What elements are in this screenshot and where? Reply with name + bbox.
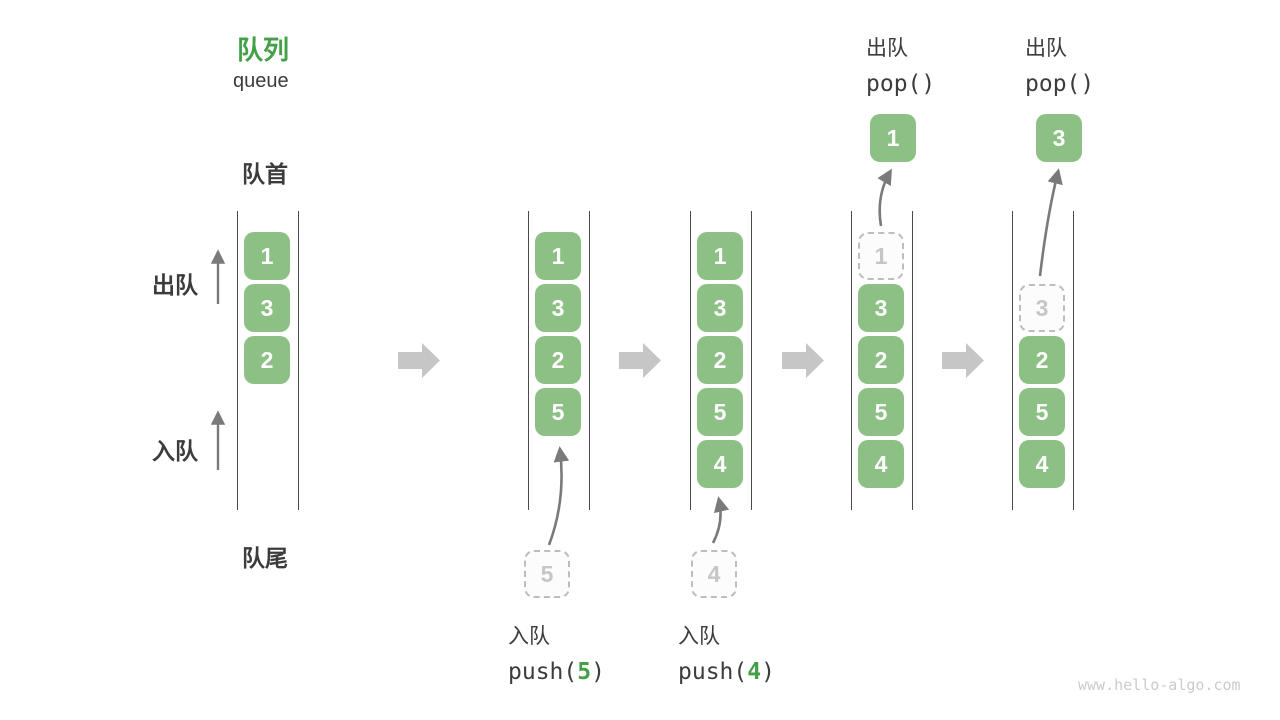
queue-item: 2	[244, 336, 290, 384]
queue-item: 4	[697, 440, 743, 488]
removed-item: 1	[858, 232, 904, 280]
queue-item: 1	[697, 232, 743, 280]
enqueue-side-label: 入队	[152, 438, 198, 464]
queue-item: 2	[858, 336, 904, 384]
queue-item: 3	[858, 284, 904, 332]
step-arrow-icon	[398, 343, 440, 378]
queue-pipe-2: 1 3 2 5	[528, 211, 590, 510]
popped-item: 3	[1036, 114, 1082, 162]
dequeue-caption-action: 出队	[866, 37, 908, 60]
queue-item: 3	[697, 284, 743, 332]
queue-pipe-3: 1 3 2 5 4	[690, 211, 752, 510]
diagram-subtitle: queue	[233, 70, 289, 92]
queue-item: 1	[535, 232, 581, 280]
queue-item: 4	[1019, 440, 1065, 488]
pop-call-label: pop()	[866, 71, 936, 97]
queue-item: 1	[244, 232, 290, 280]
dequeue-caption-action: 出队	[1025, 37, 1067, 60]
enqueue-caption-action: 入队	[678, 625, 720, 648]
incoming-item: 5	[524, 550, 570, 598]
enqueue-caption: 入队 push(4)	[678, 620, 775, 685]
rear-label: 队尾	[242, 545, 288, 571]
enqueue-caption: 入队 push(5)	[508, 620, 605, 685]
step-arrow-icon	[782, 343, 824, 378]
front-label: 队首	[242, 161, 288, 187]
pop-call-label: pop()	[1025, 71, 1095, 97]
diagram-title: 队列	[237, 35, 290, 65]
queue-item: 4	[858, 440, 904, 488]
popped-item: 1	[870, 114, 916, 162]
queue-item: 3	[244, 284, 290, 332]
queue-item: 2	[535, 336, 581, 384]
queue-item: 3	[535, 284, 581, 332]
queue-item: 5	[1019, 388, 1065, 436]
watermark: www.hello-algo.com	[1078, 676, 1241, 694]
queue-item: 2	[697, 336, 743, 384]
queue-pipe-1: 1 3 2	[237, 211, 299, 510]
incoming-item: 4	[691, 550, 737, 598]
queue-pipe-4: 1 3 2 5 4	[851, 211, 913, 510]
step-arrow-icon	[619, 343, 661, 378]
queue-pipe-5: 3 2 5 4	[1012, 211, 1074, 510]
dequeue-caption: 出队 pop()	[866, 32, 935, 97]
queue-item: 5	[858, 388, 904, 436]
enqueue-caption-action: 入队	[508, 625, 550, 648]
push-call-label: push(5)	[508, 659, 605, 685]
queue-item: 5	[535, 388, 581, 436]
queue-item: 2	[1019, 336, 1065, 384]
step-arrow-icon	[942, 343, 984, 378]
removed-item: 3	[1019, 284, 1065, 332]
dequeue-side-label: 出队	[152, 272, 198, 298]
push-call-label: push(4)	[678, 659, 775, 685]
dequeue-caption: 出队 pop()	[1025, 32, 1094, 97]
queue-item: 5	[697, 388, 743, 436]
